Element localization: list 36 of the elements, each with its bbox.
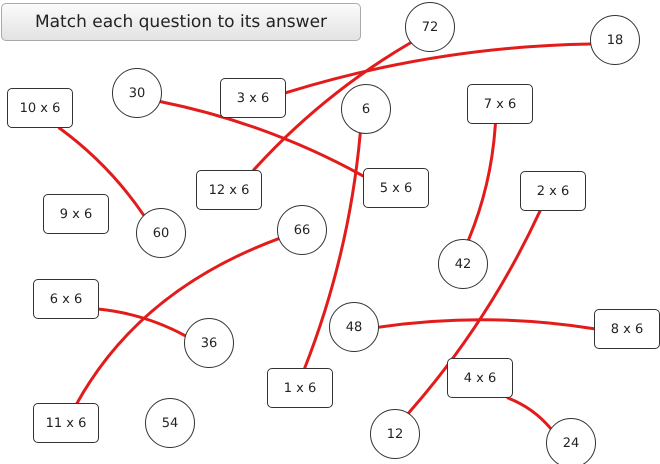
question-card: 7 x 6 xyxy=(467,84,533,124)
matching-line xyxy=(467,122,497,242)
answer-circle: 24 xyxy=(546,418,596,464)
matching-line xyxy=(58,126,146,217)
answer-circle: 6 xyxy=(341,84,391,134)
answer-circle: 36 xyxy=(184,318,234,368)
question-card: 5 x 6 xyxy=(363,168,429,208)
question-card: 3 x 6 xyxy=(220,78,286,118)
question-card: 10 x 6 xyxy=(7,88,73,128)
question-card: 6 x 6 xyxy=(33,279,99,319)
title-banner: Match each question to its answer xyxy=(1,3,361,41)
question-card: 2 x 6 xyxy=(520,171,586,211)
question-card: 12 x 6 xyxy=(196,170,262,210)
question-card: 4 x 6 xyxy=(447,358,513,398)
answer-circle: 48 xyxy=(329,302,379,352)
matching-line xyxy=(284,42,592,94)
matching-line xyxy=(506,396,552,430)
answer-circle: 30 xyxy=(112,68,162,118)
matching-line xyxy=(158,100,364,178)
answer-circle: 42 xyxy=(438,239,488,289)
answer-circle: 66 xyxy=(277,205,327,255)
question-card: 8 x 6 xyxy=(594,309,660,349)
answer-circle: 60 xyxy=(136,208,186,258)
answer-circle: 72 xyxy=(405,2,455,52)
matching-line xyxy=(252,41,412,172)
matching-line xyxy=(98,308,187,338)
matching-line xyxy=(378,318,596,330)
answer-circle: 18 xyxy=(590,15,640,65)
matching-line xyxy=(407,210,542,415)
question-card: 1 x 6 xyxy=(267,368,333,408)
question-card: 11 x 6 xyxy=(33,403,99,443)
question-card: 9 x 6 xyxy=(43,194,109,234)
matching-line xyxy=(76,237,280,404)
answer-circle: 12 xyxy=(370,409,420,459)
answer-circle: 54 xyxy=(145,398,195,448)
matching-line xyxy=(303,132,362,370)
